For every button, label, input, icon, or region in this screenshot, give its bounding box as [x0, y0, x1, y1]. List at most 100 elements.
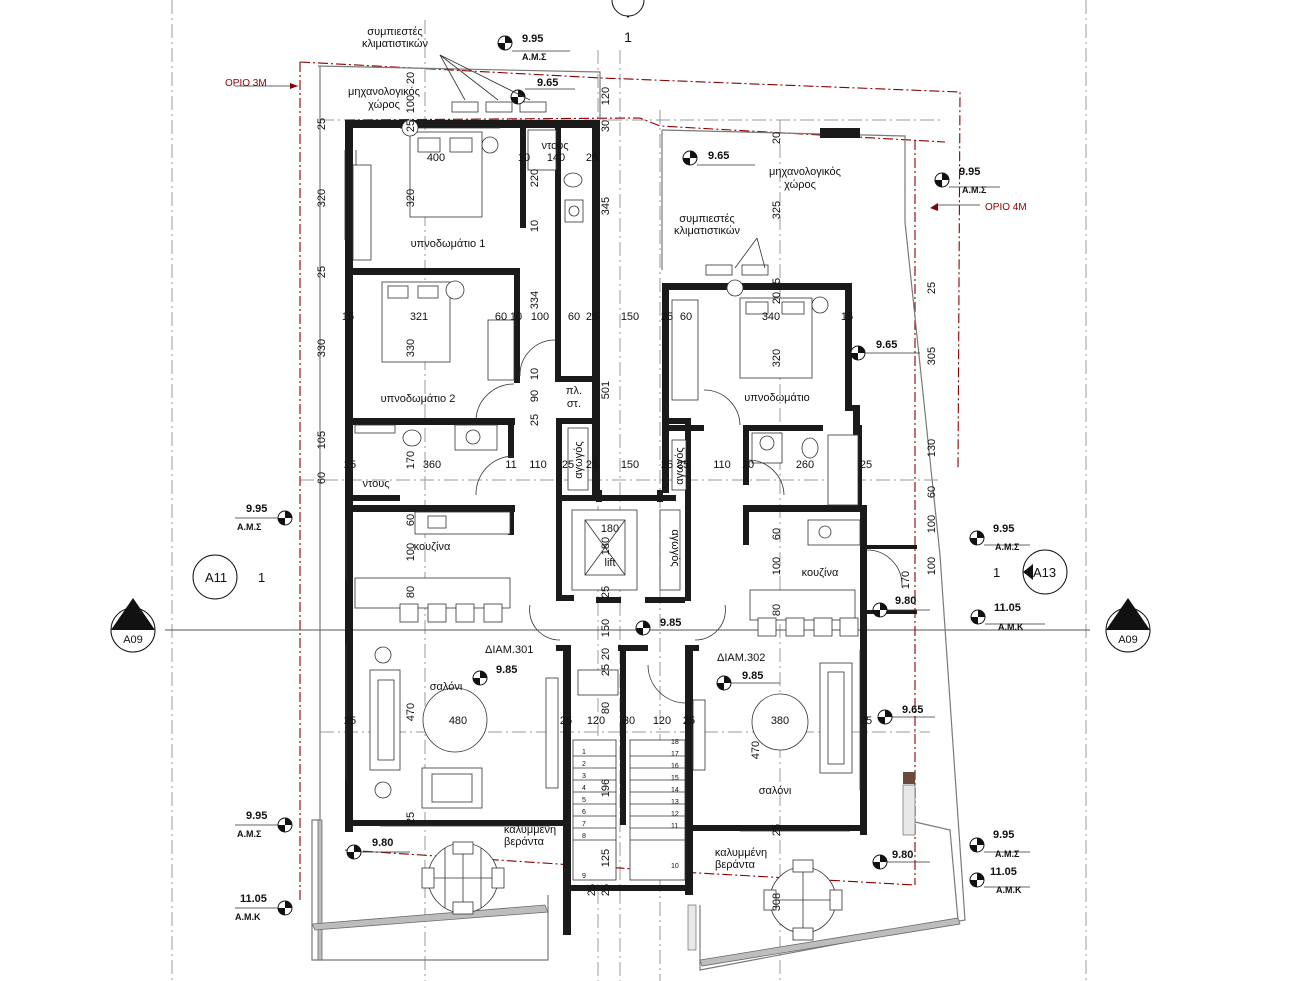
level-value: 11.05	[994, 602, 1021, 614]
room-label: υπνοδωμάτιο 1	[411, 238, 486, 250]
dimension: 10	[510, 311, 522, 323]
dimension: 120	[600, 87, 612, 105]
limit-4m-label: ΟΡΙΟ 4Μ	[985, 202, 1027, 213]
dimension: 330	[405, 339, 417, 357]
dimension: 25	[344, 715, 356, 727]
section-markers	[110, 0, 1151, 653]
dimension: 320	[405, 189, 417, 207]
room-label: καλυμμένη	[504, 824, 556, 836]
stair-step-number: 10	[671, 863, 679, 870]
level-label: Α.Μ.Κ	[998, 622, 1024, 632]
room-label: συμπιεστές	[367, 26, 422, 38]
dimension: 170	[405, 451, 417, 469]
section-ref-right: A09	[1118, 634, 1138, 646]
level-label: Α.Μ.Σ	[237, 522, 262, 532]
dimension: 90	[529, 390, 541, 402]
dimension: 120	[587, 715, 605, 727]
stair-step-number: 16	[671, 763, 679, 770]
stair-step-number: 15	[671, 775, 679, 782]
stair-step-number: 1	[582, 749, 586, 756]
dimension: 345	[600, 197, 612, 215]
room-label: κλιματιστικών	[674, 225, 740, 237]
a13-label: A13	[1033, 565, 1056, 580]
dimension: 10	[529, 220, 541, 232]
dimension: 340	[762, 311, 780, 323]
section-ref-left: A09	[123, 634, 143, 646]
level-value: 9.65	[876, 339, 897, 351]
room-label: αγωγός	[674, 447, 686, 484]
dimension: 305	[926, 347, 938, 365]
dimension: 25	[661, 459, 673, 471]
level-value: 9.85	[660, 617, 681, 629]
dimension: 330	[316, 339, 328, 357]
dimension: 320	[771, 349, 783, 367]
dimension: 25	[600, 884, 612, 896]
room-label: πλ.	[566, 385, 582, 397]
doors	[475, 339, 903, 704]
dimension: 470	[405, 703, 417, 721]
dimension: 25	[860, 715, 872, 727]
level-value: 9.95	[246, 810, 267, 822]
level-value: 9.80	[372, 837, 393, 849]
dimension: 25	[529, 414, 541, 426]
level-markers	[235, 35, 1045, 916]
dimension: 15	[841, 311, 853, 323]
dimension: 10	[518, 152, 530, 164]
stair-step-number: 14	[671, 787, 679, 794]
leaders	[439, 54, 766, 269]
dimension: 60	[316, 472, 328, 484]
section-num-right: 1	[1125, 613, 1131, 625]
walls	[345, 120, 917, 935]
dimension: 105	[316, 431, 328, 449]
dimension: 220	[529, 169, 541, 187]
dimension: 100	[531, 311, 549, 323]
dimension: 25	[771, 278, 783, 290]
dimension: 25	[600, 586, 612, 598]
dimension: 308	[771, 893, 783, 911]
dimension: 25	[562, 459, 574, 471]
dimension: 25	[600, 664, 612, 676]
dimension: 10	[529, 368, 541, 380]
stair-step-number: 8	[582, 833, 586, 840]
dimension: 25	[316, 266, 328, 278]
dimension: 20	[771, 132, 783, 144]
dimension: 325	[771, 201, 783, 219]
dimension: 180	[600, 537, 612, 555]
dimension: 320	[316, 189, 328, 207]
stair-step-number: 12	[671, 811, 679, 818]
level-value: 9.95	[959, 166, 980, 178]
dimension: 11	[505, 459, 516, 471]
dimension: 80	[405, 586, 417, 598]
dimension: 60	[680, 311, 692, 323]
dimension: 110	[713, 459, 731, 471]
dimension: 150	[621, 459, 639, 471]
dimension: 100	[926, 515, 938, 533]
labels: 1 ΟΡΙΟ 3Μ ΟΡΙΟ 4Μ 9.95 Α.Μ.Σ 9.65 9.65 9…	[123, 26, 1138, 922]
room-label: μηχανολογικός	[769, 166, 841, 178]
dimension: 25	[344, 459, 356, 471]
dimension: 196	[600, 779, 612, 797]
dimension: 180	[601, 523, 619, 535]
room-label: αγωγός	[573, 441, 585, 478]
level-label: Α.Μ.Κ	[235, 912, 261, 922]
dimension: 170	[900, 571, 912, 589]
level-value: 9.95	[993, 829, 1014, 841]
level-label: Α.Μ.Κ	[996, 885, 1022, 895]
dimension: 20	[771, 292, 783, 304]
stair-step-number: 5	[582, 797, 586, 804]
dimension: 334	[529, 291, 541, 309]
limit-3m-label: ΟΡΙΟ 3Μ	[225, 78, 267, 89]
room-label: lift	[605, 557, 616, 569]
dimension: 100	[771, 557, 783, 575]
dimension: 260	[796, 459, 814, 471]
dimension: 60	[771, 528, 783, 540]
dimension: 140	[547, 152, 565, 164]
dimension: 25	[586, 311, 598, 323]
dimension: 25	[586, 459, 598, 471]
dimension: 25	[586, 152, 598, 164]
level-value: 9.65	[708, 150, 729, 162]
stair-step-number: 6	[582, 809, 586, 816]
section-num-left: 1	[130, 613, 136, 625]
a11-num: 1	[258, 570, 265, 585]
